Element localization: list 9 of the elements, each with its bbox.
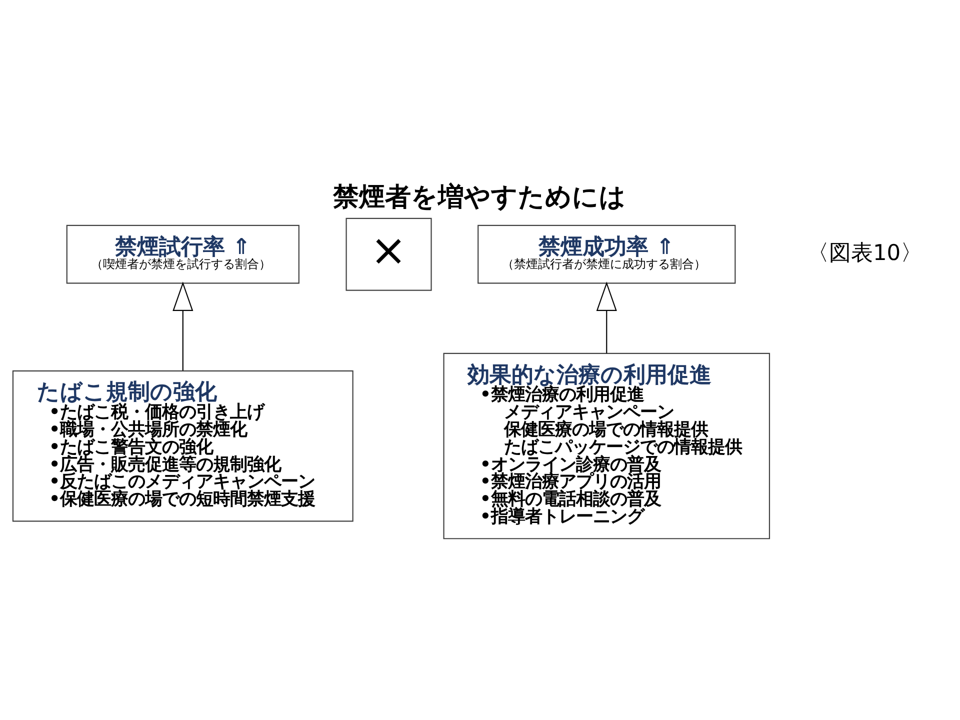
node-box: 禁煙成功率 ⇑ （禁煙試行者が禁煙に成功する割合） (478, 224, 736, 284)
node-box: たばこ規制の強化 •たばこ税・価格の引き上げ •職場・公共場所の禁煙化 •たばこ警告文の強化 •広告・販売促進等の規制強化 •反たばこのメディアキャンペーン •保健医療の場での短時間禁煙支援 (12, 370, 354, 522)
label: 〈図表10〉 (806, 240, 923, 266)
node-box: 効果的な治療の利用促進 •禁煙治療の利用促進 メディアキャンペーン 保健医療の場での情報提供 たばこパッケージでの情報提供 •オンライン診療の普及 •禁煙治療アプリの活用 •無料の電話相談の普及 •指導者トレーニング (443, 352, 770, 540)
node-box: × (346, 218, 432, 291)
arrow (596, 282, 617, 354)
node-box: 禁煙試行率 ⇑ （喫煙者が禁煙を試行する割合） (66, 224, 300, 284)
arrow (172, 282, 194, 371)
diagram-title: 禁煙者を増やすためには (332, 182, 626, 213)
